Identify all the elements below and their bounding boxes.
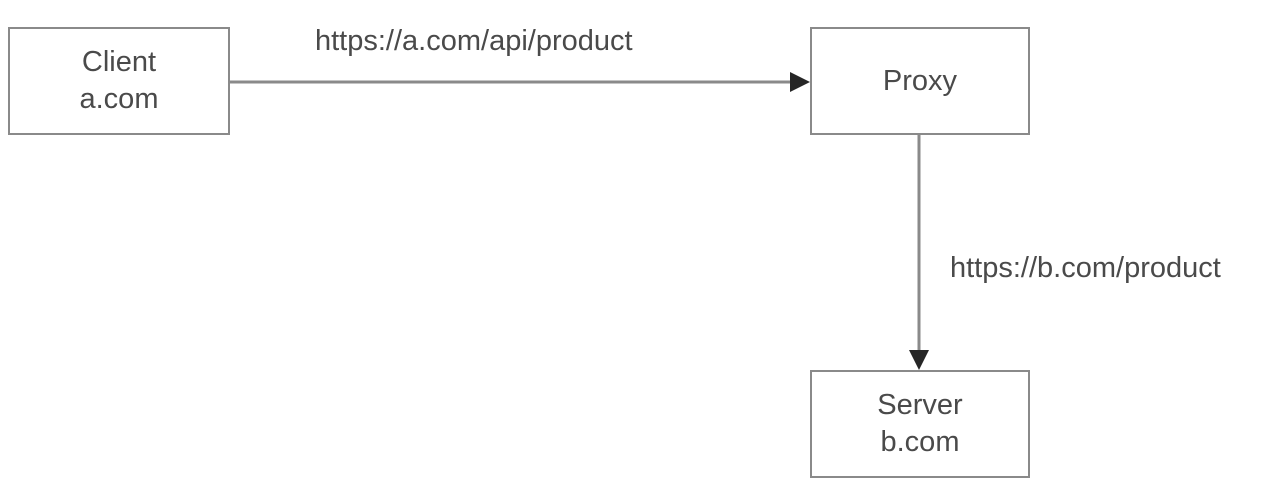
client-to-proxy-arrowhead [790,72,810,92]
server-node[interactable]: Server b.com [810,370,1030,478]
proxy-node[interactable]: Proxy [810,27,1030,135]
client-node[interactable]: Client a.com [8,27,230,135]
proxy-to-server-label: https://b.com/product [950,252,1221,284]
server-node-label-secondary: b.com [880,426,960,458]
client-to-proxy-label: https://a.com/api/product [315,25,633,57]
client-to-proxy-arrow [230,72,810,92]
proxy-to-server-arrowhead [909,350,929,370]
client-node-label-secondary: a.com [79,83,159,115]
server-node-label-primary: Server [877,389,963,421]
client-node-label-primary: Client [81,46,157,78]
proxy-node-label-primary: Proxy [882,64,958,97]
proxy-to-server-arrow [909,135,929,370]
